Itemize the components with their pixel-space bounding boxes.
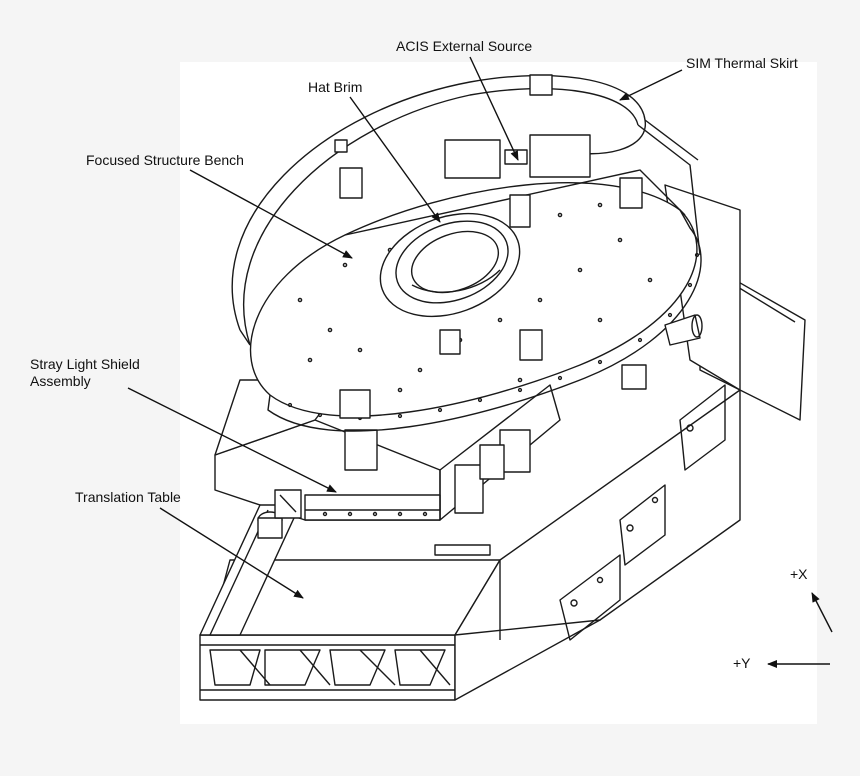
label-translation-table: Translation Table [75, 489, 181, 505]
label-stray-light-line1: Stray Light Shield [30, 356, 140, 372]
sim-line-art [199, 74, 806, 701]
bench-leader [189, 169, 353, 259]
label-plus-y: +Y [733, 655, 751, 671]
side-nozzle [621, 314, 703, 390]
skirt-leader [619, 69, 683, 101]
hat-brim [379, 212, 521, 318]
leader-arrows [127, 56, 833, 668]
acis-leader [469, 56, 519, 161]
stray-light-leader [127, 387, 337, 493]
label-stray-light-shield-assembly: Stray Light Shield Assembly [30, 356, 180, 390]
translation-table-rail [199, 489, 302, 636]
label-sim-thermal-skirt: SIM Thermal Skirt [686, 55, 798, 71]
top-brackets [339, 134, 643, 419]
label-acis-external-source: ACIS External Source [396, 38, 533, 54]
hat-brim-leader [349, 96, 441, 223]
label-stray-light-line2: Assembly [30, 373, 91, 389]
label-plus-x: +X [790, 566, 808, 582]
label-focused-structure-bench: Focused Structure Bench [86, 152, 244, 168]
translation-table-leader [159, 507, 304, 599]
sim-main-box [209, 384, 741, 641]
plus-x-axis-arrow [811, 592, 833, 633]
label-hat-brim: Hat Brim [308, 79, 363, 95]
